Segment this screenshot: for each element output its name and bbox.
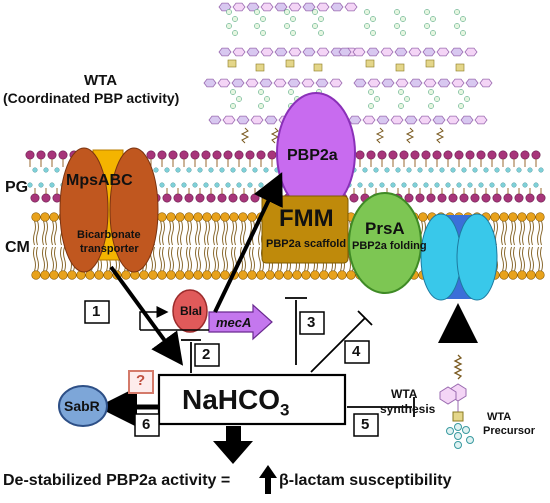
step-1-label: 1 — [92, 303, 101, 320]
question-mark: ? — [136, 372, 146, 389]
promoter-arrow — [139, 306, 169, 330]
wta-title: WTA — [84, 72, 118, 89]
step-5-label: 5 — [361, 416, 370, 433]
step-1-box — [84, 300, 110, 324]
step-5-box — [353, 413, 379, 437]
blai-label: BlaI — [180, 304, 203, 318]
inhibition-5 — [347, 397, 415, 417]
fmm-label: FMM — [279, 205, 334, 232]
prsa-protein — [348, 192, 422, 294]
up-arrow-susceptibility — [259, 465, 277, 494]
arrow-down-to-outcome — [213, 426, 253, 464]
arrow-meca-to-pbp2a — [213, 172, 283, 313]
step-6-box — [134, 413, 160, 437]
pbp2a-label: PBP2a — [287, 147, 338, 164]
mpsabc-transporter — [59, 147, 159, 273]
blai-protein — [172, 289, 208, 333]
step-4-label: 4 — [352, 343, 361, 360]
arrow-1-mpsabc-to-nahco3 — [109, 265, 184, 366]
nahco3-main: NaHCO — [182, 384, 281, 415]
wta-polymers — [203, 2, 493, 144]
inhibition-3 — [285, 297, 307, 365]
question-box — [128, 370, 154, 394]
step-6-label: 6 — [142, 416, 151, 433]
wta-synthesis-2: synthesis — [380, 402, 436, 416]
prsa-label: PrsA — [365, 219, 405, 238]
prsa-sub: PBP2a folding — [352, 240, 427, 252]
step-3-box — [299, 311, 325, 335]
outcome-right: β-lactam susceptibility — [279, 472, 452, 489]
nahco3-subscript: 3 — [280, 400, 290, 420]
step-2-box — [194, 343, 220, 367]
cm-label: CM — [5, 239, 30, 256]
step-3-label: 3 — [307, 314, 316, 331]
inhibition-2 — [181, 339, 201, 373]
mpsabc-sub2: transporter — [80, 243, 139, 255]
wta-synthesis-1: WTA — [391, 387, 418, 401]
fmm-box — [261, 195, 349, 264]
step-2-label: 2 — [202, 346, 211, 363]
meca-label: mecA — [216, 315, 252, 330]
wta-flippase-transporter — [420, 213, 498, 301]
sabr-label: SabR — [64, 398, 100, 414]
wta-precursor-1: WTA — [487, 411, 512, 423]
outcome-left: De-stabilized PBP2a activity = — [3, 472, 231, 489]
wta-precursor-2: Precursor — [483, 425, 535, 437]
step-4-box — [344, 340, 370, 364]
fmm-sub: PBP2a scaffold — [266, 238, 347, 250]
wta-precursor-glyph — [439, 354, 474, 449]
nahco3-box — [157, 373, 347, 426]
meca-gene-arrow — [208, 303, 273, 341]
inhibition-4 — [310, 310, 373, 373]
wta-subtitle: (Coordinated PBP activity) — [3, 90, 180, 106]
mpsabc-label: MpsABC — [66, 172, 133, 189]
nahco3-label: NaHCO3 — [182, 384, 289, 421]
mpsabc-sub1: Bicarbonate — [77, 229, 141, 241]
pg-label: PG — [5, 179, 29, 196]
sabr-protein — [58, 385, 108, 427]
